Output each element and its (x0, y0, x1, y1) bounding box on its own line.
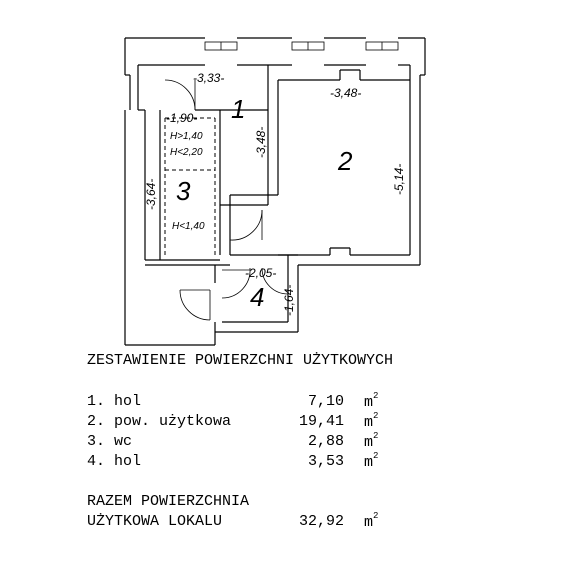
table-row-unit: m2 (364, 411, 379, 431)
room-number-1: 1 (231, 94, 245, 124)
total-value: 32,92 (299, 513, 345, 530)
table-row-unit: m2 (364, 451, 379, 471)
dim-room2-height: -5,14- (392, 164, 406, 195)
table-row-label: 2. pow. użytkowa (87, 413, 232, 430)
room-number-2: 2 (337, 146, 353, 176)
total-label-line2: UŻYTKOWA LOKALU (87, 513, 223, 530)
room-number-3: 3 (176, 176, 191, 206)
table-row-label: 1. hol (87, 393, 142, 410)
table-title: ZESTAWIENIE POWIERZCHNI UŻYTKOWYCH (87, 352, 394, 369)
room3-note-h-under: H<2,20 (170, 147, 203, 158)
table-row-unit: m2 (364, 431, 379, 451)
total-label-line1: RAZEM POWIERZCHNIA (87, 493, 250, 510)
door-swings (164, 79, 289, 321)
table-row-value: 3,53 (308, 453, 345, 470)
dim-room4-width: -2,05- (245, 266, 276, 280)
table-row-value: 7,10 (308, 393, 345, 410)
room3-note-h-low: H<1,40 (172, 221, 205, 232)
table-row-label: 3. wc (87, 433, 133, 450)
room-3-dashed-outline (164, 117, 216, 255)
total-unit: m2 (364, 511, 379, 531)
dim-room2-width: -3,48- (330, 86, 361, 100)
table-row-label: 4. hol (87, 453, 142, 470)
outer-walls (124, 37, 426, 346)
dim-room1-width: -3,33- (193, 71, 224, 85)
dim-room3-width: -1,90- (166, 111, 197, 125)
dim-room1-height: -3,48- (254, 127, 268, 158)
room-number-4: 4 (250, 282, 264, 312)
table-row-unit: m2 (364, 391, 379, 411)
table-row-value: 19,41 (299, 413, 345, 430)
dim-room4-height: -1,64- (282, 285, 296, 316)
dim-room3-height: -3,64- (144, 179, 158, 210)
room3-note-h-over: H>1,40 (170, 131, 203, 142)
table-row-value: 2,88 (308, 433, 345, 450)
